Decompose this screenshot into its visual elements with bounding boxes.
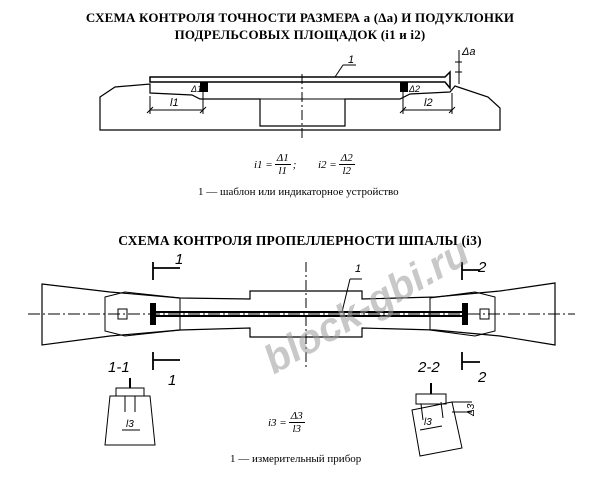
formula-i2-den: l2	[342, 165, 351, 177]
dim-l1	[146, 96, 207, 114]
note-bottom: 1 — измерительный прибор	[230, 453, 362, 465]
formula-i3-num: Δ3	[288, 410, 305, 423]
label-l1: l1	[170, 97, 179, 109]
formula-i1-num: Δ1	[274, 152, 291, 165]
watermark: block-gbi.ru	[256, 230, 476, 383]
dim-l2	[399, 93, 456, 114]
label-delta-a: Δa	[461, 46, 476, 58]
formula-i3-den: l3	[292, 423, 301, 435]
label-l3-right: l3	[424, 417, 432, 428]
label-section1-top: 1	[175, 251, 183, 268]
formula-i1-sep: ;	[292, 158, 297, 171]
dim-delta-a	[455, 50, 462, 84]
sleeper-side-view	[99, 74, 501, 138]
section-marker-2	[461, 262, 480, 370]
title-top-line2: ПОДРЕЛЬСОВЫХ ПЛОЩАДОК (i1 и i2)	[174, 27, 426, 42]
gauge-template	[149, 64, 451, 97]
label-delta2: Δ2	[408, 84, 420, 94]
note-top: 1 — шаблон или индикаторное устройство	[198, 186, 399, 198]
measuring-bar	[150, 278, 468, 325]
label-section-1-1: 1-1	[108, 359, 130, 376]
label-section1-bottom: 1	[168, 372, 176, 389]
formula-i1-lhs: i1 =	[254, 158, 273, 171]
label-section-2-2: 2-2	[417, 359, 440, 376]
title-top-line1: СХЕМА КОНТРОЛЯ ТОЧНОСТИ РАЗМЕРА a (Δa) И…	[85, 10, 515, 25]
label-delta3: Δ3	[466, 403, 477, 417]
formula-i3-lhs: i3 =	[268, 416, 287, 429]
formula-i1: i1 = Δ1 l1 ;	[254, 152, 296, 177]
section-2-2	[411, 383, 472, 457]
section-marker-1	[152, 262, 180, 370]
formula-i2-lhs: i2 =	[318, 158, 337, 171]
title-bottom: СХЕМА КОНТРОЛЯ ПРОПЕЛЛЕРНОСТИ ШПАЛЫ (i3)	[118, 233, 482, 248]
section-1-1	[104, 378, 156, 446]
formula-i1-den: l1	[278, 165, 287, 177]
label-item1-bottom: 1	[355, 263, 361, 275]
label-l2: l2	[424, 97, 433, 109]
formula-i3: i3 = Δ3 l3	[268, 410, 307, 435]
label-section2-bottom: 2	[477, 369, 487, 386]
sleeper-plan-view	[28, 262, 575, 368]
formula-i2: i2 = Δ2 l2	[318, 152, 357, 177]
label-l3-left: l3	[126, 419, 134, 430]
label-delta1: Δ1	[190, 84, 202, 94]
label-section2-top: 2	[477, 259, 487, 276]
label-item1-top: 1	[348, 54, 354, 66]
formula-i2-num: Δ2	[338, 152, 355, 165]
